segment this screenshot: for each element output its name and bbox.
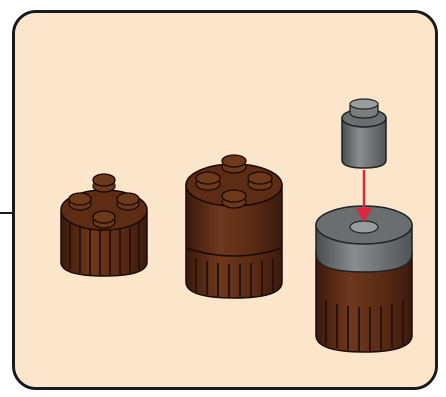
instruction-panel — [12, 10, 438, 390]
callout-leader-line — [0, 212, 13, 214]
down-arrow-icon — [356, 170, 372, 222]
round-brick-2x2-icon — [60, 173, 148, 277]
round-tile-1x1-icon — [341, 98, 387, 169]
round-brick-with-tile-icon — [315, 205, 413, 353]
round-brick-stacked-icon — [185, 154, 283, 299]
